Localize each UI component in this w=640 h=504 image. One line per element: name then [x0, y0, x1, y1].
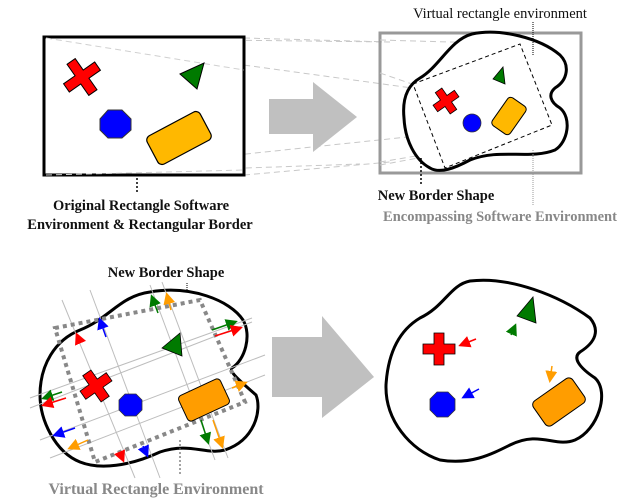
orange-arrow	[67, 438, 89, 450]
green-triangle-shape	[161, 332, 183, 357]
green-arrow	[149, 294, 161, 314]
original-environment-caption-line2: Environment & Rectangular Border	[27, 217, 253, 233]
orange-rectangle-shape	[491, 96, 527, 136]
encompassing-environment-panel: Virtual rectangle environment New Border…	[378, 6, 617, 225]
green-triangle-shape	[492, 66, 506, 85]
original-environment-caption-line1: Original Rectangle Software	[53, 198, 230, 214]
red-cross-shape	[62, 57, 102, 97]
orange-arrow	[163, 292, 176, 311]
red-arrow	[75, 332, 87, 346]
virtual-rectangle-label-bottom: Virtual Rectangle Environment	[48, 481, 264, 498]
transform-arrow-top	[269, 82, 357, 152]
red-arrow	[214, 325, 243, 337]
new-border-shape-label-bottom: New Border Shape	[108, 265, 225, 281]
orange-arrow	[212, 419, 225, 449]
red-cross-shape	[79, 369, 113, 403]
green-triangle-shape	[516, 296, 537, 324]
encompassing-environment-label: Encompassing Software Environment	[383, 209, 617, 225]
blue-arrow	[137, 444, 149, 458]
green-arrow	[199, 419, 211, 445]
final-environment-panel	[384, 278, 604, 463]
original-rectangular-border	[42, 35, 246, 177]
orange-rectangle-shape	[178, 378, 230, 422]
red-cross-shape	[422, 332, 456, 366]
virtual-rectangle-outline	[412, 43, 553, 169]
red-arrow	[41, 396, 67, 408]
green-triangle-shape	[179, 62, 205, 90]
blue-octagon-shape	[118, 393, 143, 417]
new-border-shape-outline	[384, 278, 604, 463]
green-arrow	[211, 319, 238, 331]
blue-arrow	[461, 387, 480, 399]
original-environment-panel: Original Rectangle Software Environment …	[27, 35, 551, 233]
blue-circle-shape	[462, 113, 482, 133]
virtual-rectangle-label: Virtual rectangle environment	[413, 6, 587, 22]
settling-arrows	[458, 323, 558, 399]
blue-arrow	[97, 317, 109, 338]
new-border-shape-label: New Border Shape	[378, 188, 495, 204]
green-arrow	[505, 323, 517, 337]
orange-rectangle-shape	[146, 110, 212, 166]
transform-arrow-bottom	[272, 316, 374, 418]
blue-octagon-shape	[429, 391, 456, 418]
blue-octagon-shape	[99, 109, 132, 139]
projection-lines-inner	[45, 37, 245, 176]
new-border-shape-outline	[38, 288, 260, 468]
blue-arrow	[52, 426, 76, 438]
new-border-shape-outline	[402, 30, 569, 172]
orange-arrow	[231, 380, 248, 392]
red-arrow	[458, 336, 477, 348]
red-arrow	[113, 449, 125, 463]
projection-arrows	[41, 292, 248, 463]
virtual-rectangle-outline	[52, 297, 248, 465]
orange-arrow	[545, 365, 558, 383]
virtual-rectangle-mapping-panel: New Border Shape	[29, 265, 266, 498]
orange-rectangle-shape	[532, 377, 586, 427]
red-cross-shape	[432, 87, 460, 115]
